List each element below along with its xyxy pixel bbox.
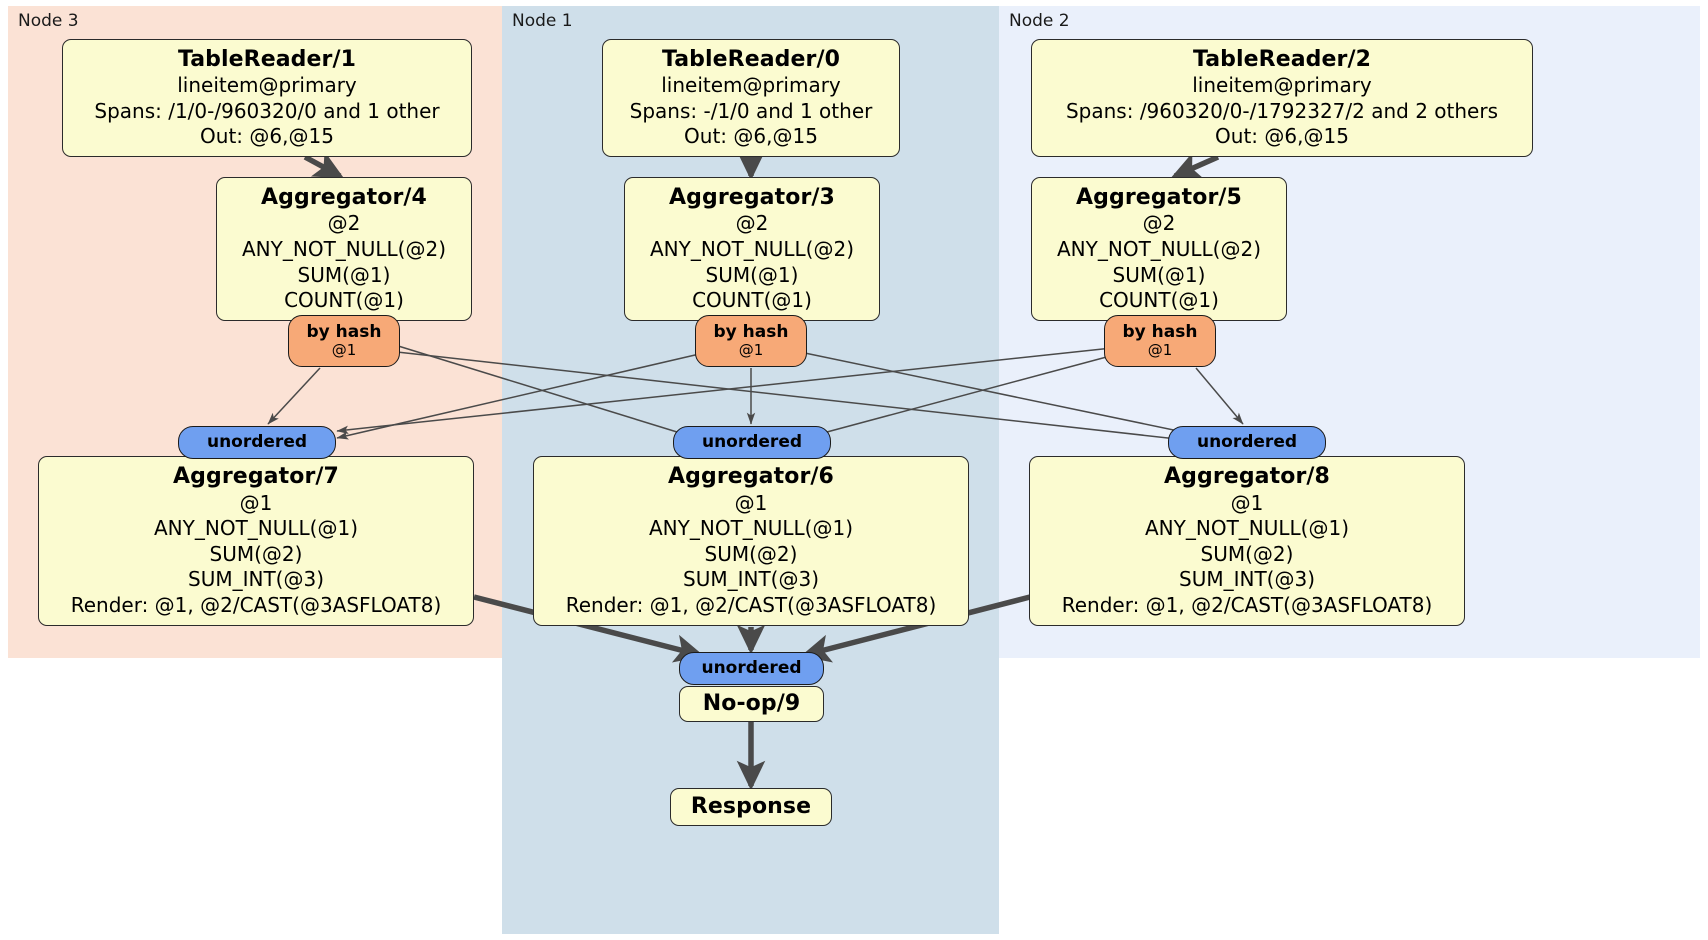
processor-line: SUM(@2)	[1200, 541, 1294, 566]
synchronizer-unordered-noop-9[interactable]: unordered	[679, 652, 824, 685]
processor-aggregator-6[interactable]: Aggregator/6 @1 ANY_NOT_NULL(@1) SUM(@2)…	[533, 456, 969, 626]
processor-title: TableReader/0	[661, 46, 841, 72]
processor-line: @2	[327, 211, 361, 236]
router-by-hash-aggregator-4[interactable]: by hash @1	[288, 315, 400, 367]
processor-title: TableReader/1	[177, 46, 357, 72]
processor-line: lineitem@primary	[177, 73, 357, 98]
processor-aggregator-4[interactable]: Aggregator/4 @2 ANY_NOT_NULL(@2) SUM(@1)…	[216, 177, 472, 321]
processor-line: Render: @1, @2/CAST(@3ASFLOAT8)	[70, 593, 442, 618]
processor-aggregator-5[interactable]: Aggregator/5 @2 ANY_NOT_NULL(@2) SUM(@1)…	[1031, 177, 1287, 321]
router-title: by hash	[713, 321, 789, 342]
processor-line: COUNT(@1)	[284, 288, 404, 313]
processor-table-reader-1[interactable]: TableReader/1 lineitem@primary Spans: /1…	[62, 39, 472, 157]
synchronizer-title: unordered	[1196, 431, 1298, 452]
processor-aggregator-3[interactable]: Aggregator/3 @2 ANY_NOT_NULL(@2) SUM(@1)…	[624, 177, 880, 321]
processor-line: Spans: /960320/0-/1792327/2 and 2 others	[1065, 98, 1498, 123]
processor-line: lineitem@primary	[661, 73, 841, 98]
processor-line: ANY_NOT_NULL(@1)	[1145, 516, 1349, 541]
processor-title: No-op/9	[702, 691, 801, 717]
node-panel-label-node3: Node 3	[18, 11, 79, 31]
synchronizer-title: unordered	[701, 431, 803, 452]
processor-line: ANY_NOT_NULL(@1)	[154, 516, 358, 541]
processor-line: COUNT(@1)	[692, 288, 812, 313]
processor-line: Out: @6,@15	[1215, 124, 1349, 149]
processor-line: Render: @1, @2/CAST(@3ASFLOAT8)	[565, 593, 937, 618]
synchronizer-unordered-aggregator-7[interactable]: unordered	[178, 426, 336, 459]
processor-line: @1	[1230, 490, 1264, 515]
router-title: by hash	[306, 321, 382, 342]
processor-line: SUM(@1)	[1112, 262, 1206, 287]
processor-line: SUM(@1)	[297, 262, 391, 287]
processor-line: @1	[239, 490, 273, 515]
processor-table-reader-0[interactable]: TableReader/0 lineitem@primary Spans: -/…	[602, 39, 900, 157]
processor-line: SUM(@1)	[705, 262, 799, 287]
processor-line: Spans: /1/0-/960320/0 and 1 other	[94, 98, 440, 123]
router-by-hash-aggregator-3[interactable]: by hash @1	[695, 315, 807, 367]
processor-line: Spans: -/1/0 and 1 other	[629, 98, 873, 123]
processor-line: SUM_INT(@3)	[683, 567, 819, 592]
processor-line: @2	[735, 211, 769, 236]
processor-line: @2	[1142, 211, 1176, 236]
processor-line: Out: @6,@15	[684, 124, 818, 149]
processor-line: ANY_NOT_NULL(@2)	[650, 237, 854, 262]
processor-aggregator-7[interactable]: Aggregator/7 @1 ANY_NOT_NULL(@1) SUM(@2)…	[38, 456, 474, 626]
processor-line: ANY_NOT_NULL(@1)	[649, 516, 853, 541]
synchronizer-unordered-aggregator-8[interactable]: unordered	[1168, 426, 1326, 459]
processor-title: Aggregator/7	[173, 464, 339, 490]
processor-line: ANY_NOT_NULL(@2)	[242, 237, 446, 262]
processor-line: Render: @1, @2/CAST(@3ASFLOAT8)	[1061, 593, 1433, 618]
processor-line: SUM(@2)	[209, 541, 303, 566]
processor-line: ANY_NOT_NULL(@2)	[1057, 237, 1261, 262]
processor-title: Aggregator/6	[668, 464, 834, 490]
processor-line: lineitem@primary	[1192, 73, 1372, 98]
synchronizer-title: unordered	[701, 657, 802, 678]
processor-line: SUM_INT(@3)	[1179, 567, 1315, 592]
node-panel-label-node1: Node 1	[512, 11, 573, 31]
processor-title: Response	[690, 794, 812, 820]
node-panel-label-node2: Node 2	[1009, 11, 1070, 31]
router-subtitle: @1	[1147, 341, 1173, 360]
processor-line: COUNT(@1)	[1099, 288, 1219, 313]
processor-title: Aggregator/8	[1164, 464, 1330, 490]
router-title: by hash	[1122, 321, 1198, 342]
synchronizer-unordered-aggregator-6[interactable]: unordered	[673, 426, 831, 459]
processor-title: Aggregator/5	[1076, 185, 1242, 211]
processor-line: Out: @6,@15	[200, 124, 334, 149]
router-subtitle: @1	[738, 341, 764, 360]
processor-aggregator-8[interactable]: Aggregator/8 @1 ANY_NOT_NULL(@1) SUM(@2)…	[1029, 456, 1465, 626]
processor-table-reader-2[interactable]: TableReader/2 lineitem@primary Spans: /9…	[1031, 39, 1533, 157]
processor-title: Aggregator/4	[261, 185, 427, 211]
synchronizer-title: unordered	[206, 431, 308, 452]
processor-response[interactable]: Response	[670, 788, 832, 826]
processor-line: SUM(@2)	[704, 541, 798, 566]
router-by-hash-aggregator-5[interactable]: by hash @1	[1104, 315, 1216, 367]
router-subtitle: @1	[331, 341, 357, 360]
processor-line: @1	[734, 490, 768, 515]
processor-title: TableReader/2	[1192, 46, 1372, 72]
processor-title: Aggregator/3	[669, 185, 835, 211]
processor-noop-9[interactable]: No-op/9	[679, 686, 824, 722]
processor-line: SUM_INT(@3)	[188, 567, 324, 592]
